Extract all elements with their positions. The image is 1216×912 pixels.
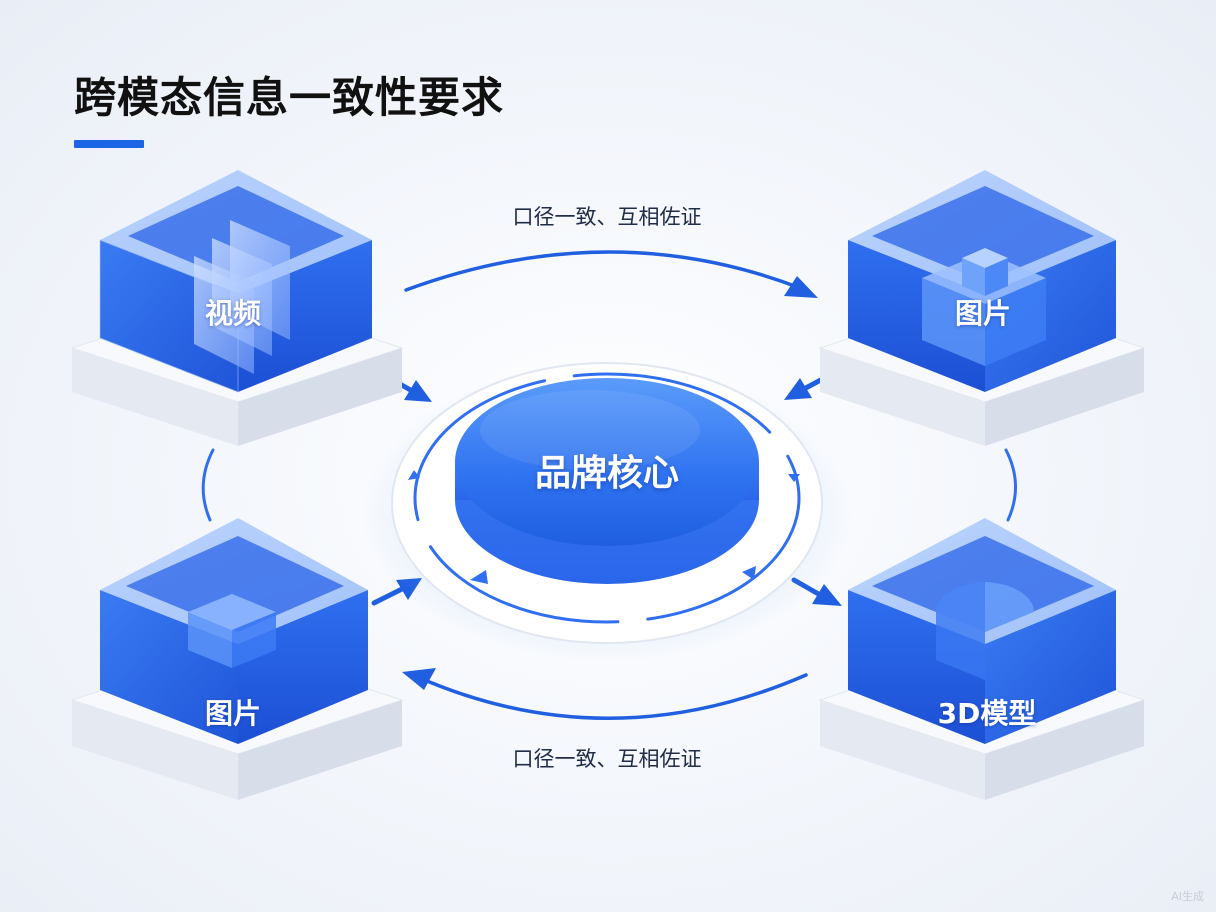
video-label: 视频 <box>204 297 261 330</box>
image-bottom-label: 图片 <box>204 697 261 730</box>
bottom-flow-arrow <box>402 668 808 720</box>
core-disc <box>455 378 759 584</box>
model-3d-label: 3D模型 <box>937 697 1037 730</box>
top-flow-arrow <box>404 250 818 298</box>
top-flow-label: 口径一致、互相佐证 <box>512 205 702 229</box>
page-title: 跨模态信息一致性要求 <box>74 73 505 122</box>
bottom-flow-label: 口径一致、互相佐证 <box>512 747 702 771</box>
title-accent-bar <box>74 140 144 148</box>
core-label: 品牌核心 <box>534 453 679 494</box>
model-3d-cube <box>818 518 1146 800</box>
right-connector-arc <box>1004 448 1018 522</box>
image-top-label: 图片 <box>954 297 1011 330</box>
image-bottom-cube <box>70 518 404 800</box>
left-connector-arc <box>201 448 215 522</box>
image-top-cube <box>818 170 1146 446</box>
video-cube <box>70 170 404 446</box>
ai-watermark: AI生成 <box>1171 890 1204 903</box>
